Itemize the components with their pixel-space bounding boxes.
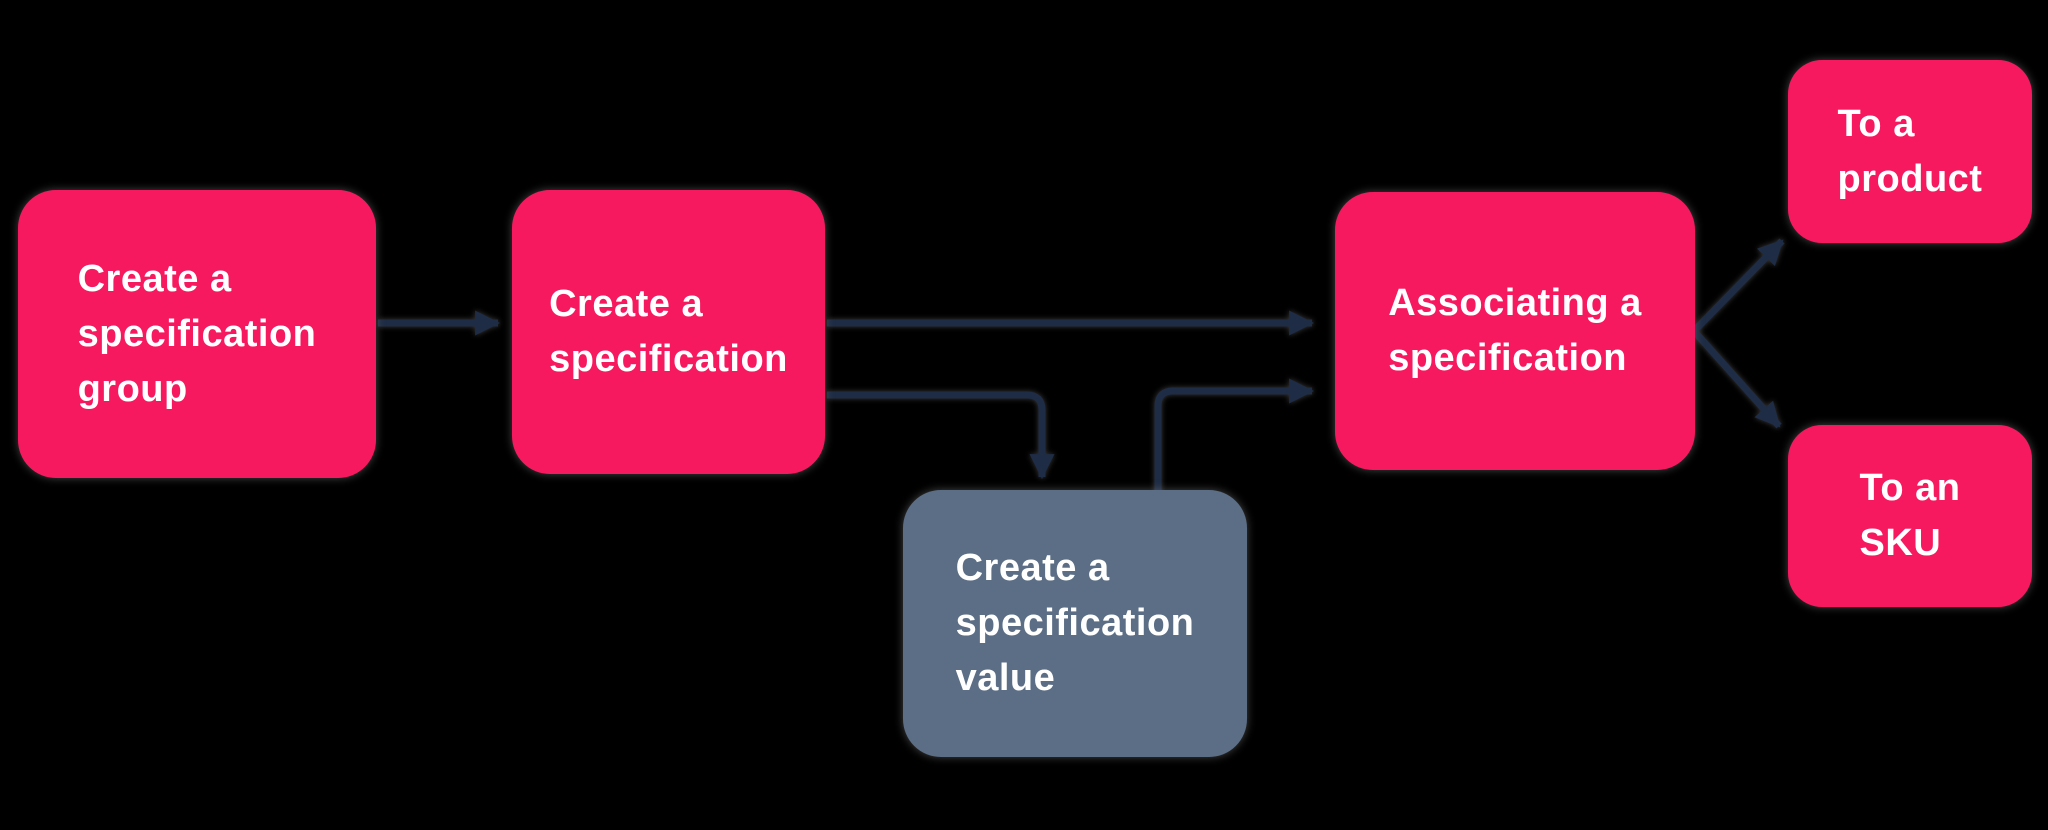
node-label-line: product: [1837, 157, 1983, 200]
node-label-line: specification: [955, 602, 1195, 644]
node-label-line: Create a: [77, 257, 232, 300]
node-label-line: group: [77, 367, 188, 410]
node-label-line: specification: [549, 338, 788, 380]
node-label: Create a specification value: [956, 541, 1195, 706]
edge-specification-to-value: [827, 391, 1055, 480]
node-label-line: value: [955, 657, 1056, 699]
node-create-specification: Create a specification: [512, 190, 825, 474]
node-label-line: To a: [1837, 102, 1915, 145]
node-label-line: Create a: [955, 547, 1110, 589]
node-to-a-product: To a product: [1788, 60, 2032, 243]
node-create-specification-group: Create a specification group: [18, 190, 376, 478]
node-label-line: specification: [77, 312, 317, 355]
node-to-an-sku: To an SKU: [1788, 425, 2032, 607]
node-label-line: specification: [1388, 337, 1627, 379]
node-label-line: SKU: [1859, 522, 1942, 564]
node-label-line: To an: [1859, 467, 1961, 509]
node-label: To a product: [1838, 97, 1983, 207]
node-associating-a-specification: Associating a specification: [1335, 192, 1695, 470]
node-label-line: Associating a: [1388, 282, 1642, 324]
node-label: Associating a specification: [1388, 276, 1642, 386]
node-label: To an SKU: [1859, 461, 1960, 571]
node-label: Create a specification group: [78, 252, 317, 417]
node-label: Create a specification: [549, 277, 788, 387]
node-label-line: Create a: [549, 283, 704, 325]
node-create-specification-value: Create a specification value: [903, 490, 1247, 757]
edge-associating-to-sku: [1691, 328, 1782, 429]
edge-associating-to-product: [1691, 238, 1785, 334]
edge-value-to-associating: [1154, 378, 1315, 500]
